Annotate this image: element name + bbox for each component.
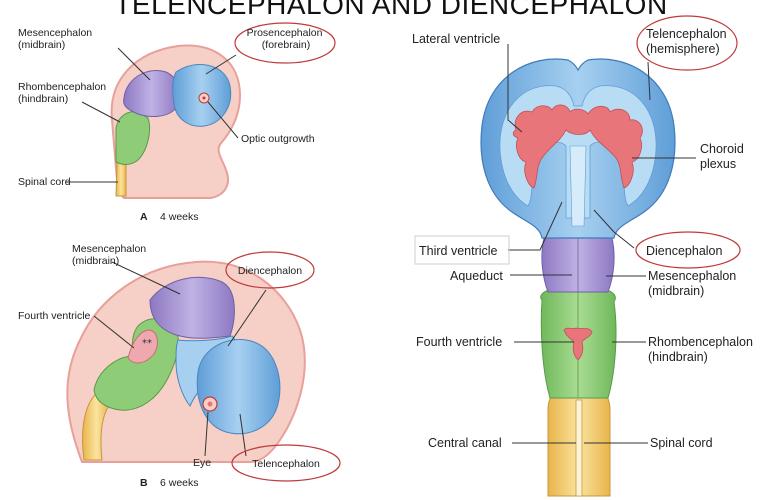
label-a-mesencephalon: Mesencephalon (midbrain) <box>18 27 95 51</box>
label-b-telencephalon: Telencephalon <box>252 458 320 470</box>
label-a-optic-outgrowth: Optic outgrowth <box>241 133 315 145</box>
leader-c-telencephalon <box>647 61 651 101</box>
panel-c-central-canal <box>575 399 583 497</box>
label-c-telencephalon: Telencephalon (hemisphere) <box>646 27 730 56</box>
panel-b-midbrain <box>149 276 235 339</box>
leader-b-diencephalon <box>227 289 267 347</box>
panel-b-eye-dot <box>207 401 213 407</box>
label-c-central-canal: Central canal <box>428 436 502 450</box>
leader-b-mesencephalon <box>111 261 181 295</box>
label-b-eye: Eye <box>193 457 211 469</box>
leader-a-prosencephalon <box>205 54 237 75</box>
label-c-aqueduct: Aqueduct <box>450 269 503 283</box>
panel-b-ventricle-marks: ** <box>142 338 152 349</box>
label-a-spinal-cord: Spinal cord <box>18 176 71 188</box>
label-c-lateral-ventricle: Lateral ventricle <box>412 32 500 46</box>
leader-b-fourth <box>93 315 135 349</box>
highlight-oval-diencephalon-b <box>225 251 315 289</box>
highlight-oval-telencephalon-b <box>231 444 341 482</box>
leader-b-eye <box>204 411 209 457</box>
label-c-mesencephalon: Mesencephalon (midbrain) <box>648 269 740 298</box>
label-b-fourth-ventricle: Fourth ventricle <box>18 310 91 322</box>
caption-b-text: 6 weeks <box>160 477 199 489</box>
label-b-diencephalon: Diencephalon <box>238 265 302 277</box>
leader-c-diencephalon <box>593 209 635 249</box>
label-b-mesencephalon: Mesencephalon (midbrain) <box>72 243 149 267</box>
caption-a-letter: A <box>140 211 148 223</box>
label-a-rhombencephalon: Rhombencephalon (hindbrain) <box>18 81 109 105</box>
panel-b-telencephalon <box>196 339 281 435</box>
label-c-choroid-plexus: Choroid plexus <box>700 142 747 171</box>
caption-b-letter: B <box>140 477 148 489</box>
panel-a-optic-dot <box>202 96 206 100</box>
page-title: TELENCEPHALON AND DIENCEPHALON <box>114 0 667 20</box>
label-c-diencephalon: Diencephalon <box>646 244 722 258</box>
panel-a-embryo <box>110 44 242 199</box>
panel-b-embryo: ** <box>66 260 306 463</box>
panel-c-brain <box>480 58 676 497</box>
highlight-oval-telencephalon-c <box>636 15 738 71</box>
leader-c-lateral <box>507 44 523 133</box>
panel-c-third-ventricle <box>569 145 587 227</box>
label-c-spinal-cord: Spinal cord <box>650 436 713 450</box>
label-c-third-ventricle: Third ventricle <box>419 244 498 258</box>
leader-a-mesencephalon <box>117 47 151 81</box>
highlight-oval-prosencephalon <box>234 22 336 64</box>
third-ventricle-box <box>414 235 510 265</box>
leader-a-rhombencephalon <box>81 101 121 123</box>
panel-b-fourth-ventricle <box>127 329 158 364</box>
panel-a-hindbrain <box>115 111 151 165</box>
leader-b-telencephalon <box>239 413 247 457</box>
leader-a-optic <box>207 101 239 139</box>
label-a-prosencephalon: Prosencephalon (forebrain) <box>247 27 326 51</box>
caption-a-text: 4 weeks <box>160 211 199 223</box>
highlight-oval-diencephalon-c <box>635 231 741 269</box>
label-c-rhombencephalon: Rhombencephalon (hindbrain) <box>648 335 756 364</box>
label-c-fourth-ventricle: Fourth ventricle <box>416 335 502 349</box>
leader-c-third <box>508 201 563 251</box>
panel-c-choroid-plexus <box>512 104 643 189</box>
